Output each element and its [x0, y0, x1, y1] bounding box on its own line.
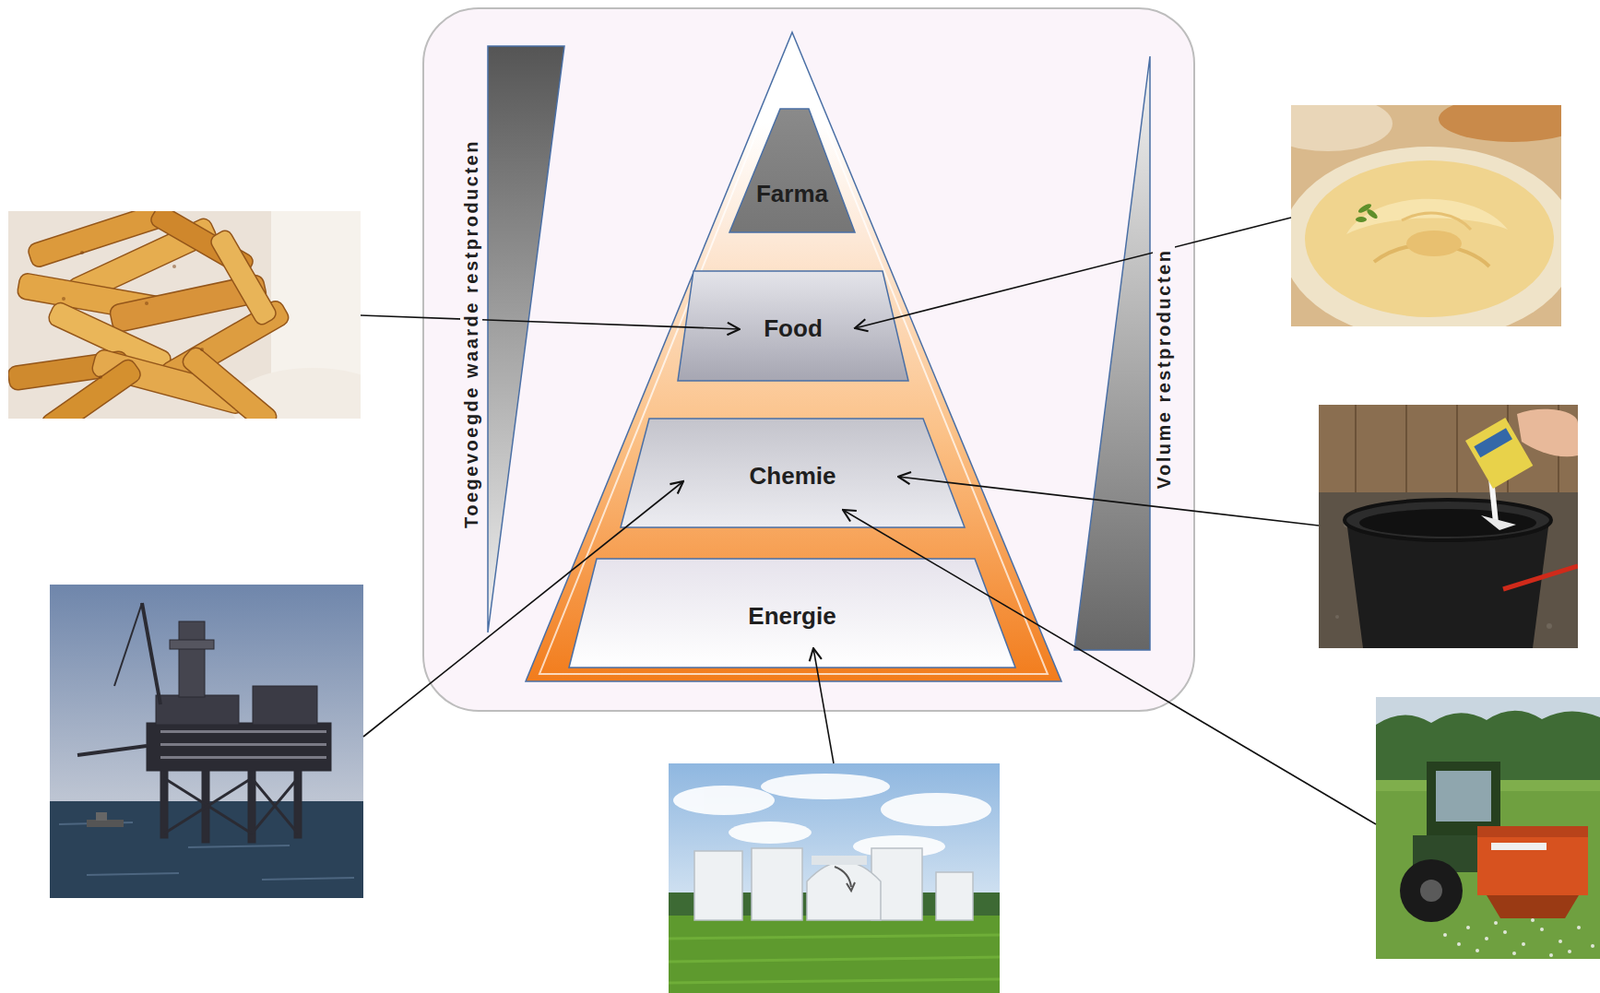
band-label: Chemie	[749, 462, 837, 490]
band-outline	[620, 418, 965, 528]
band-outline	[677, 271, 909, 381]
leader-arrow	[842, 509, 1376, 825]
fries-photo	[8, 211, 361, 419]
biogas-plant-photo	[668, 763, 1000, 993]
farma-band: Farma	[729, 108, 855, 233]
oil-platform-photo	[49, 584, 364, 899]
chemie-band: Chemie	[620, 418, 965, 528]
value-wedge	[487, 46, 565, 633]
food-band: Food	[677, 271, 909, 381]
bucket-photo	[1318, 404, 1578, 649]
band-label: Energie	[747, 603, 836, 630]
leader-arrow	[813, 648, 834, 764]
axis-label: Volume restproducten	[1152, 244, 1175, 495]
mash-photo	[1291, 105, 1562, 327]
volume-wedge	[1074, 56, 1150, 651]
axis-label: Toegevoegde waarde restproducten	[460, 134, 483, 534]
leader-arrow	[898, 476, 1319, 526]
leader-arrow	[854, 217, 1292, 329]
leader-arrow	[360, 315, 740, 330]
band-outline	[729, 108, 855, 233]
pyramid-inner-line	[539, 44, 1048, 675]
band-outline	[568, 558, 1016, 668]
band-shape	[729, 108, 855, 233]
tractor-photo	[1375, 697, 1600, 960]
rounded-panel	[423, 8, 1195, 712]
leader-arrow	[363, 481, 684, 737]
energie-band: Energie	[568, 558, 1016, 668]
pyramid	[525, 32, 1062, 682]
band-label: Food	[763, 315, 823, 343]
band-label: Farma	[756, 180, 829, 208]
